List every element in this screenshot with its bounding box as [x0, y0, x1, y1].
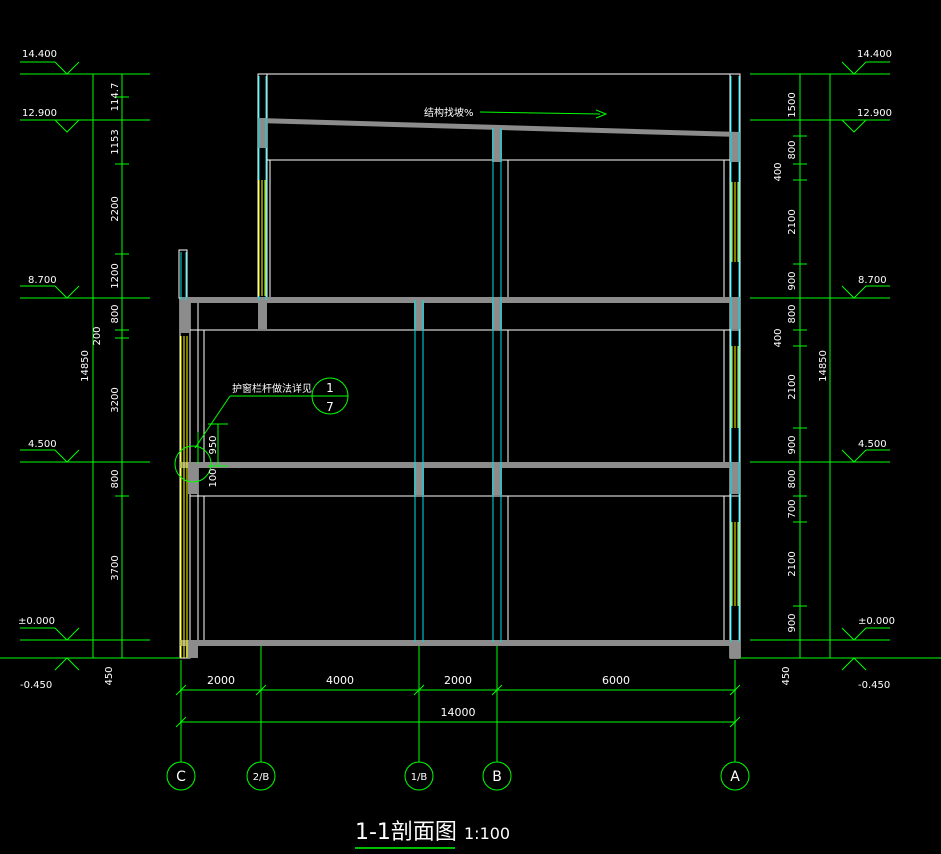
left-dim-1200: 1200: [110, 263, 121, 288]
left-dim-1147: 114.7: [110, 83, 121, 112]
left-level-12900: 12.900: [22, 108, 57, 119]
right-dim-450: 450: [781, 666, 792, 685]
third-floor-slab: [180, 297, 740, 303]
drawing-title: 1-1剖面图 1:100: [355, 820, 510, 849]
left-dim-450: 450: [104, 666, 115, 685]
right-dim-400-b: 400: [773, 328, 784, 347]
building: [178, 73, 741, 659]
right-level-14400: 14.400: [857, 49, 892, 60]
windows: [180, 180, 739, 658]
right-level-neg0450: -0.450: [858, 680, 890, 691]
right-dimensions: [740, 61, 941, 671]
bottom-dim-total: 14000: [441, 706, 476, 719]
right-dim-1500: 1500: [787, 92, 798, 117]
axis-a: A: [730, 769, 740, 785]
bottom-dim-2000-b: 2000: [444, 674, 472, 687]
second-floor-slab: [180, 462, 740, 468]
right-dim-2100-b: 2100: [787, 374, 798, 399]
right-dim-2100-c: 2100: [787, 551, 798, 576]
bottom-dim-6000: 6000: [602, 674, 630, 687]
axis-c: C: [176, 769, 186, 785]
right-window-1f: [731, 522, 739, 606]
right-window-2f: [731, 346, 739, 428]
right-dim-800-c: 800: [787, 469, 798, 488]
left-level-8700: 8.700: [28, 275, 57, 286]
right-dim-2100-a: 2100: [787, 209, 798, 234]
left-dimensions: [0, 61, 180, 671]
upper-left-window: [258, 180, 266, 296]
left-dim-800-b: 800: [110, 469, 121, 488]
left-dim-labels: 114.7 1153 2200 1200 800 200 3200 800 37…: [80, 83, 121, 686]
left-level-0000: ±0.000: [18, 616, 55, 627]
right-window-3f: [731, 182, 739, 262]
bottom-dim-labels: 2000 4000 2000 6000 14000: [207, 674, 630, 719]
axis-2b: 2/B: [253, 772, 270, 783]
detail-sheet: 7: [326, 400, 334, 414]
right-dim-900-b: 900: [787, 435, 798, 454]
right-dim-900-a: 900: [787, 271, 798, 290]
title-main: 1-1剖面图: [355, 820, 457, 845]
right-level-8700: 8.700: [858, 275, 887, 286]
title-scale: 1:100: [464, 824, 510, 843]
bottom-dim-4000: 4000: [326, 674, 354, 687]
floor-slabs: [180, 118, 740, 658]
axis-b: B: [492, 769, 502, 785]
left-dim-800-a: 800: [110, 304, 121, 323]
annotations: 结构找坡% 护窗栏杆做法详见 1 7 950 100: [174, 106, 608, 488]
columns: [180, 76, 740, 642]
left-curtain-window: [180, 336, 188, 658]
left-dim-total: 14850: [80, 350, 91, 382]
right-dim-900-c: 900: [787, 613, 798, 632]
right-dim-800-b: 800: [787, 304, 798, 323]
axis-1b: 1/B: [411, 772, 428, 783]
right-level-4500: 4.500: [858, 439, 887, 450]
right-level-12900: 12.900: [857, 108, 892, 119]
bottom-dimensions: [166, 646, 750, 791]
right-dim-labels: 1500 800 400 2100 900 800 400 2100 900 8…: [773, 92, 829, 685]
right-dim-total: 14850: [818, 350, 829, 382]
left-level-14400: 14.400: [22, 49, 57, 60]
railing-base: 100: [208, 468, 219, 487]
detail-number: 1: [326, 381, 334, 395]
roof-slope-note: 结构找坡%: [424, 106, 474, 119]
right-level-0000: ±0.000: [858, 616, 895, 627]
left-level-neg0450: -0.450: [20, 680, 52, 691]
left-level-labels: 14.400 12.900 8.700 4.500 ±0.000 -0.450: [18, 49, 57, 691]
right-dim-400-a: 400: [773, 162, 784, 181]
railing-height: 950: [208, 435, 219, 454]
right-level-labels: 14.400 12.900 8.700 4.500 ±0.000 -0.450: [857, 49, 895, 691]
ground-floor-slab: [180, 640, 740, 646]
left-dim-200: 200: [92, 326, 103, 345]
left-dim-2200: 2200: [110, 196, 121, 221]
right-dim-700: 700: [787, 499, 798, 518]
left-dim-3200: 3200: [110, 387, 121, 412]
left-dim-1153: 1153: [110, 129, 121, 154]
railing-note: 护窗栏杆做法详见: [232, 382, 312, 395]
left-level-4500: 4.500: [28, 439, 57, 450]
bottom-dim-2000-a: 2000: [207, 674, 235, 687]
axis-labels: C 2/B 1/B B A: [176, 769, 740, 785]
right-dim-800-a: 800: [787, 140, 798, 159]
left-dim-3700: 3700: [110, 555, 121, 580]
